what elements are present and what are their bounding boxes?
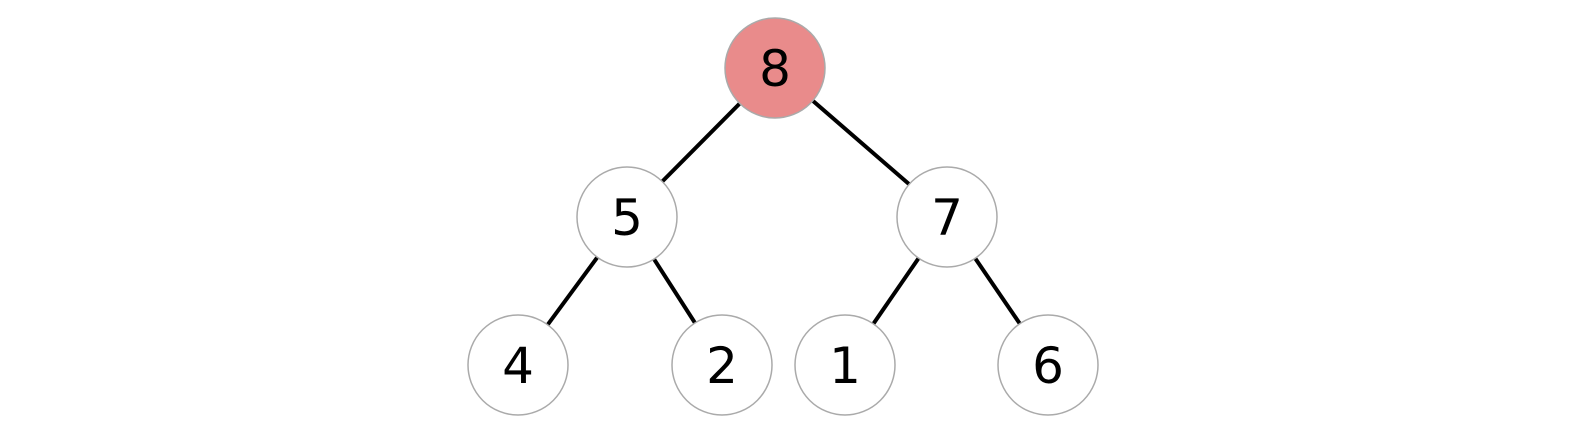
tree-node-7: 7 [896,166,998,268]
nodes-layer: 8 5 7 4 2 1 6 [467,17,1099,416]
tree-node-label: 2 [706,337,738,395]
tree-node-8: 8 [724,17,826,119]
tree-node-label: 8 [759,40,791,98]
tree-node-5: 5 [576,166,678,268]
tree-node-circle [576,166,678,268]
tree-node-label: 6 [1032,337,1064,395]
tree-node-label: 7 [931,189,963,247]
tree-node-circle [896,166,998,268]
tree-node-1: 1 [794,314,896,416]
tree-node-6: 6 [997,314,1099,416]
tree-node-circle [467,314,569,416]
tree-node-circle [997,314,1099,416]
tree-node-circle [794,314,896,416]
tree-node-circle [671,314,773,416]
tree-node-label: 5 [611,189,643,247]
tree-node-label: 1 [829,337,861,395]
tree-node-4: 4 [467,314,569,416]
tree-node-2: 2 [671,314,773,416]
tree-node-circle-highlighted [724,17,826,119]
tree-node-label: 4 [502,337,534,395]
